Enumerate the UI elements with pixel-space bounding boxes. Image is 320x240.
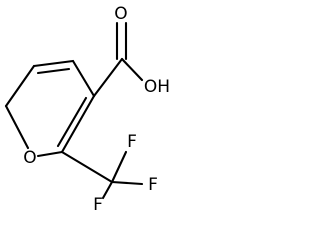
hydroxyl-label: OH bbox=[144, 77, 170, 97]
bond-c2-c3-double bbox=[56, 96, 88, 148]
bond-c5-o1 bbox=[4, 64, 36, 108]
molecule-drawing: O OH O F F F bbox=[4, 4, 170, 215]
bond-o1-c2 bbox=[36, 150, 64, 158]
structure-canvas: O OH O F F F bbox=[4, 4, 170, 215]
bond-c-f-bottom bbox=[101, 180, 114, 200]
bond-c-oh bbox=[120, 57, 144, 82]
bond-o1-c5-lower bbox=[4, 104, 30, 150]
bond-c-f-right bbox=[110, 180, 144, 186]
fluorine-right-label: F bbox=[148, 175, 158, 195]
bond-c4-c5-double bbox=[36, 67, 71, 75]
fluorine-top-label: F bbox=[127, 132, 137, 152]
bond-c-f-top bbox=[110, 150, 128, 184]
bond-c2-cf3 bbox=[60, 150, 114, 184]
bond-c4-c5 bbox=[32, 59, 75, 68]
bond-c2-c3 bbox=[60, 94, 96, 154]
fluorine-bottom-label: F bbox=[93, 195, 103, 215]
carbonyl-oxygen-label: O bbox=[114, 4, 127, 24]
bond-c3-c4 bbox=[71, 59, 96, 98]
bond-c3-carboxyl bbox=[92, 57, 124, 98]
ring-oxygen-label: O bbox=[23, 148, 36, 168]
